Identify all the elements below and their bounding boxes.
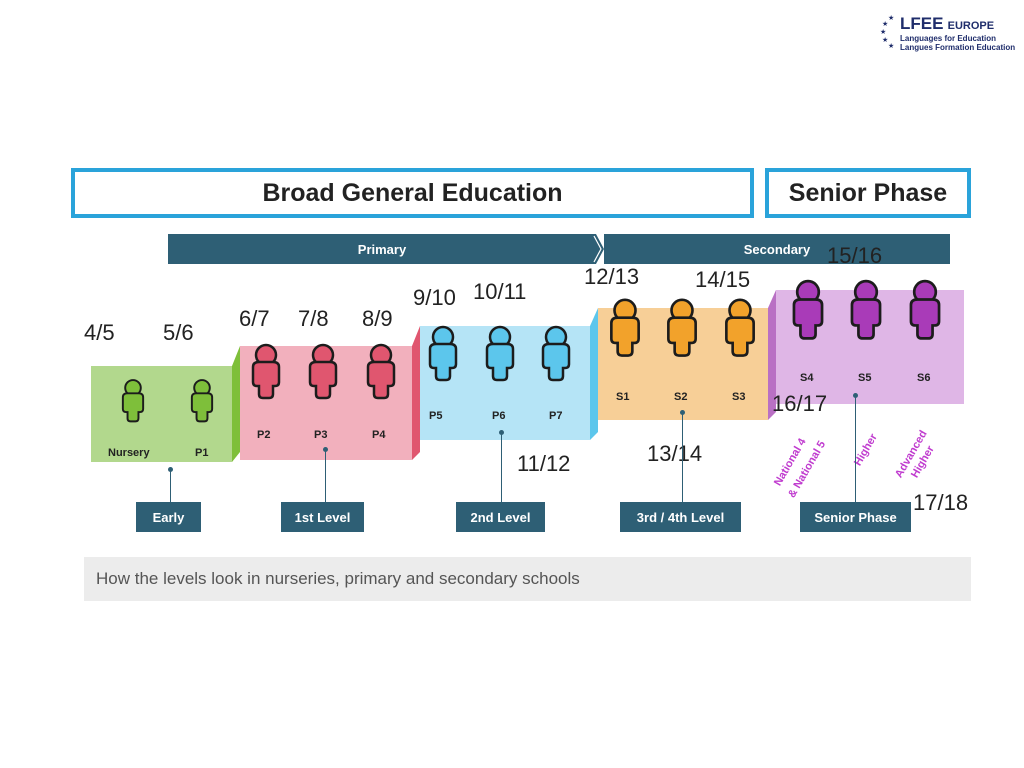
pink-step-riser: [412, 326, 420, 460]
connector-line: [170, 470, 171, 502]
connector-line: [325, 450, 326, 502]
stage-label-nursery: Nursery: [108, 447, 150, 459]
level-third-fourth-label: 3rd / 4th Level: [636, 509, 725, 525]
green-step-riser: [232, 346, 240, 462]
band-chevron-icon: [590, 234, 604, 264]
level-second: 2nd Level: [456, 502, 545, 532]
connector-dot: [853, 393, 858, 398]
person-icon-nursery: [121, 379, 145, 423]
svg-text:★: ★: [882, 36, 888, 44]
connector-dot: [168, 467, 173, 472]
person-icon-p2: [251, 343, 281, 400]
stage-label-p1: P1: [195, 447, 209, 459]
stage-label-p2: P2: [257, 429, 271, 441]
person-icon-s5: [850, 279, 882, 340]
person-icon-s1: [610, 298, 640, 357]
age-label: 13/14: [647, 441, 703, 466]
stage-label-s3: S3: [732, 391, 746, 403]
connector-dot: [680, 410, 685, 415]
age-label: 4/5: [84, 320, 115, 345]
age-label: 10/11: [473, 279, 527, 304]
person-icon-p3: [308, 343, 338, 400]
stage-label-p7: P7: [549, 410, 563, 422]
age-label: 6/7: [239, 306, 270, 331]
person-icon-p5: [428, 325, 458, 382]
age-label: 16/17: [772, 391, 828, 416]
level-early: Early: [136, 502, 201, 532]
stage-label-p4: P4: [372, 429, 386, 441]
age-label: 9/10: [413, 285, 456, 310]
stage-label-p3: P3: [314, 429, 328, 441]
level-early-label: Early: [152, 509, 185, 525]
caption-text: How the levels look in nurseries, primar…: [96, 569, 580, 588]
age-label: 8/9: [362, 306, 393, 331]
svg-text:★: ★: [882, 20, 888, 28]
age-label: 17/18: [913, 490, 969, 515]
person-icon-s6: [909, 279, 941, 340]
caption-bar: How the levels look in nurseries, primar…: [84, 557, 971, 601]
bge-header-label: Broad General Education: [262, 178, 563, 207]
age-label: 15/16: [827, 243, 883, 268]
stage-label-p5: P5: [429, 410, 443, 422]
logo-title: LFEE EUROPE: [900, 14, 994, 34]
person-icon-s4: [792, 279, 824, 340]
blue-step-riser: [590, 308, 598, 440]
logo-line-2: Langues Formation Education: [900, 43, 1016, 52]
connector-dot: [323, 447, 328, 452]
eu-stars-icon: ★ ★ ★ ★ ★: [880, 14, 894, 48]
stage-label-s6: S6: [917, 372, 931, 384]
person-icon-s2: [667, 298, 697, 357]
age-label: 11/12: [517, 451, 571, 476]
person-icon-p6: [485, 325, 515, 382]
logo-suffix: EUROPE: [947, 20, 995, 32]
connector-line: [682, 413, 683, 502]
connector-line: [501, 433, 502, 502]
logo-name: LFEE: [900, 14, 944, 33]
secondary-band: Secondary: [604, 234, 950, 264]
age-label: 5/6: [163, 320, 194, 345]
person-icon-p7: [541, 325, 571, 382]
stage-label-p6: P6: [492, 410, 506, 422]
svg-text:★: ★: [888, 42, 894, 48]
level-third-fourth: 3rd / 4th Level: [620, 502, 741, 532]
stage-label-s1: S1: [616, 391, 630, 403]
stage-label-s2: S2: [674, 391, 688, 403]
person-icon-p1: [190, 379, 214, 423]
stage-label-s4: S4: [800, 372, 814, 384]
svg-text:★: ★: [880, 28, 886, 36]
level-first-label: 1st Level: [294, 509, 351, 525]
lfee-logo: ★ ★ ★ ★ ★ LFEE EUROPE Languages for Educ…: [878, 10, 1018, 54]
connector-dot: [499, 430, 504, 435]
primary-band: Primary: [168, 234, 596, 264]
age-label: 7/8: [298, 306, 329, 331]
svg-text:★: ★: [888, 14, 894, 22]
level-senior-phase-label: Senior Phase: [814, 509, 897, 525]
person-icon-p4: [366, 343, 396, 400]
connector-line: [855, 396, 856, 502]
stage-label-s5: S5: [858, 372, 872, 384]
secondary-band-label: Secondary: [743, 241, 811, 257]
level-first: 1st Level: [281, 502, 364, 532]
senior-header-label: Senior Phase: [788, 178, 948, 207]
logo-line-1: Languages for Education: [900, 34, 997, 43]
person-icon-s3: [725, 298, 755, 357]
orange-step-riser: [768, 290, 776, 420]
age-label: 14/15: [695, 267, 751, 292]
bge-header: Broad General Education: [71, 168, 754, 218]
primary-band-label: Primary: [357, 241, 407, 257]
age-label: 12/13: [584, 264, 640, 289]
level-senior-phase: Senior Phase: [800, 502, 911, 532]
level-second-label: 2nd Level: [470, 509, 531, 525]
senior-header: Senior Phase: [765, 168, 971, 218]
